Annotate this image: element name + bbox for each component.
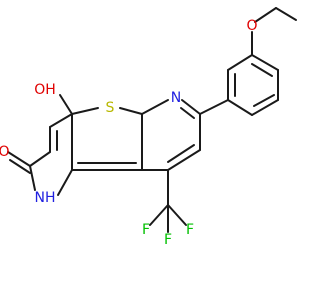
- bond-cf3-f-right: [167, 204, 187, 226]
- bond-c13-c14-double: [167, 144, 195, 163]
- bond-c13-c14: [167, 149, 201, 171]
- atom-label-s: S: [106, 100, 115, 116]
- bond-c5-c4: [29, 151, 51, 167]
- bond-cf3-f-left: [149, 204, 169, 226]
- bond-ph1: [227, 99, 253, 116]
- bond-n-c12: [181, 99, 201, 115]
- atom-label-nh: NH: [35, 190, 56, 206]
- molecule-structure: OH O NH S N O F F F: [0, 7, 297, 248]
- atom-label-oh: OH: [34, 82, 56, 98]
- bond-s-c10: [119, 107, 143, 115]
- bond-c4-o: [7, 151, 31, 167]
- bond-n1-c9: [57, 169, 73, 196]
- bond-layer: [7, 7, 297, 233]
- bond-ph2: [251, 99, 279, 116]
- bond-n-c12-double: [180, 107, 195, 119]
- bond-ph5: [227, 54, 253, 71]
- bond-ph4-double: [251, 63, 273, 77]
- bond-c8-s: [71, 107, 99, 115]
- atom-label-f-bottom: F: [164, 232, 172, 248]
- atom-label-o-ether: O: [246, 18, 257, 34]
- bond-c4-n1: [29, 165, 36, 191]
- atom-label-layer: OH O NH S N O F F F: [0, 18, 258, 248]
- bond-c7-oh: [59, 94, 73, 115]
- bond-ph4: [251, 54, 279, 71]
- atom-label-f-right: F: [186, 222, 194, 238]
- bond-c4-o-double: [9, 159, 31, 174]
- atom-label-o-carbonyl: O: [0, 144, 10, 160]
- atom-label-f-left: F: [142, 222, 150, 238]
- bond-o-ch2: [254, 7, 277, 23]
- bond-c10-n: [141, 99, 169, 115]
- bond-c12-ph: [199, 99, 229, 115]
- molecule-canvas: OH O NH S N O F F F: [0, 7, 297, 248]
- bond-c7-c6: [49, 113, 73, 128]
- bond-ph2-double: [253, 94, 275, 107]
- bond-ch2-ch3: [275, 7, 297, 21]
- atom-label-n-pyridine: N: [171, 90, 181, 106]
